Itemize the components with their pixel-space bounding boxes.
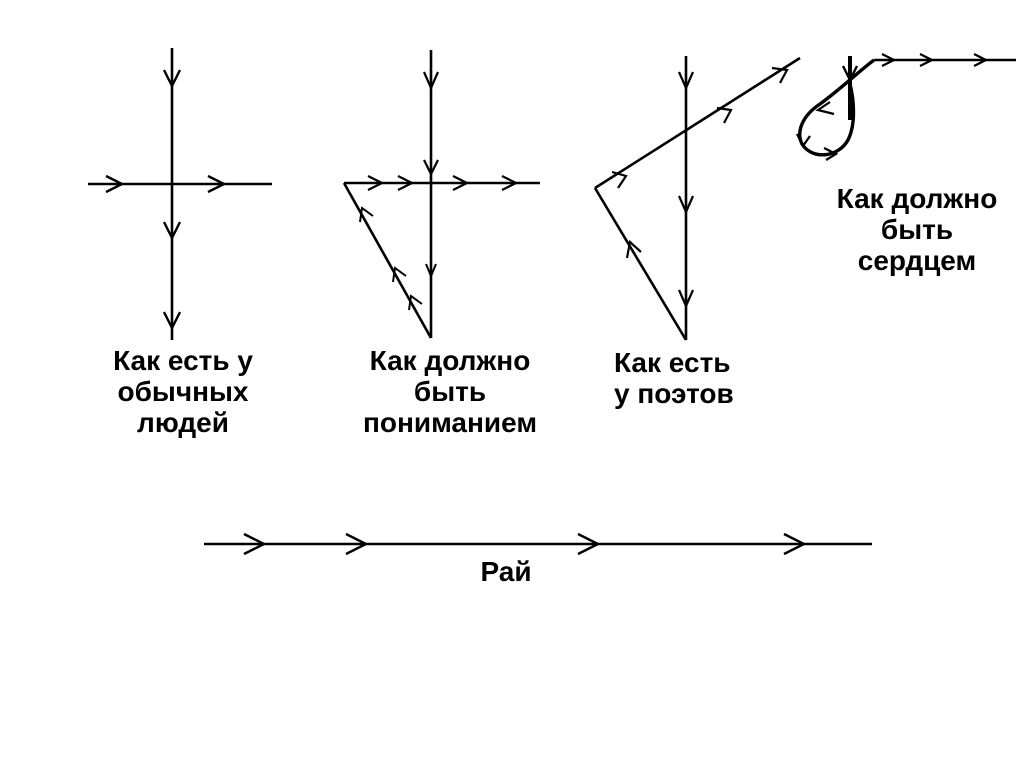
- diagonal-line-lower: [593, 187, 688, 341]
- arrow-head-down: [677, 289, 695, 309]
- panel-ordinary-people: [88, 48, 272, 340]
- arrow-head-right: [783, 532, 807, 556]
- diagonal-line: [342, 182, 433, 339]
- arrow-head-right: [919, 53, 935, 67]
- arrow-head-up-left: [392, 266, 407, 283]
- arrow-head-down: [677, 71, 695, 91]
- arrow-head-up-left: [408, 294, 423, 311]
- label-heart: Как должно быть сердцем: [812, 183, 1022, 276]
- arrow-head-right: [207, 174, 227, 194]
- arrow-head-down: [423, 159, 439, 177]
- arrow-head-up-right: [716, 106, 733, 124]
- label-poets: Как есть у поэтов: [614, 347, 784, 409]
- arrow-head-right: [452, 175, 470, 191]
- label-line: быть: [413, 376, 487, 407]
- label-paradise: Рай: [456, 556, 556, 587]
- panel-heart: [796, 53, 1016, 161]
- label-line: Как должно: [369, 345, 531, 376]
- arrow-head-right: [577, 532, 601, 556]
- arrow-head-up-left: [359, 206, 374, 223]
- loop-curve: [798, 58, 876, 157]
- diagonal-line-upper: [594, 56, 801, 190]
- arrow-head-right: [105, 174, 125, 194]
- arrow-head-down: [162, 221, 182, 241]
- arrow-head-right: [345, 532, 369, 556]
- arrow-head-right: [397, 175, 415, 191]
- label-understanding: Как должно быть пониманием: [330, 345, 570, 438]
- arrow-head-right: [501, 175, 519, 191]
- label-line: сердцем: [857, 245, 977, 276]
- arrow-head-down: [841, 65, 859, 83]
- panel-paradise: [204, 532, 872, 556]
- arrow-head-up-left: [625, 239, 642, 259]
- arrow-head-up-right: [771, 66, 789, 84]
- paradise-label: Рай: [480, 556, 532, 587]
- label-line: быть: [880, 214, 954, 245]
- panel-understanding: [342, 50, 540, 339]
- label-line: людей: [137, 407, 229, 438]
- arrow-head-right: [367, 175, 385, 191]
- arrow-head-left: [815, 101, 835, 116]
- label-line: Как должно: [836, 183, 998, 214]
- label-ordinary-people: Как есть у обычных людей: [88, 345, 278, 438]
- arrow-head-right: [881, 53, 897, 67]
- arrow-head-up-right: [611, 170, 628, 189]
- arrow-head-right: [823, 147, 839, 161]
- arrow-head-down: [162, 69, 182, 89]
- label-line: обычных: [117, 376, 249, 407]
- label-line: Как есть: [614, 347, 731, 378]
- arrow-head-down: [162, 311, 182, 331]
- arrow-head-down: [677, 195, 695, 215]
- arrow-head-right: [243, 532, 267, 556]
- label-line: пониманием: [362, 407, 538, 438]
- label-line: Как есть у: [113, 345, 253, 376]
- arrow-head-down: [422, 71, 440, 91]
- arrow-head-right: [973, 53, 989, 67]
- panel-poets: [593, 56, 801, 341]
- label-line: у поэтов: [614, 378, 734, 409]
- arrow-head-down: [796, 133, 811, 149]
- arrow-head-down: [425, 263, 437, 279]
